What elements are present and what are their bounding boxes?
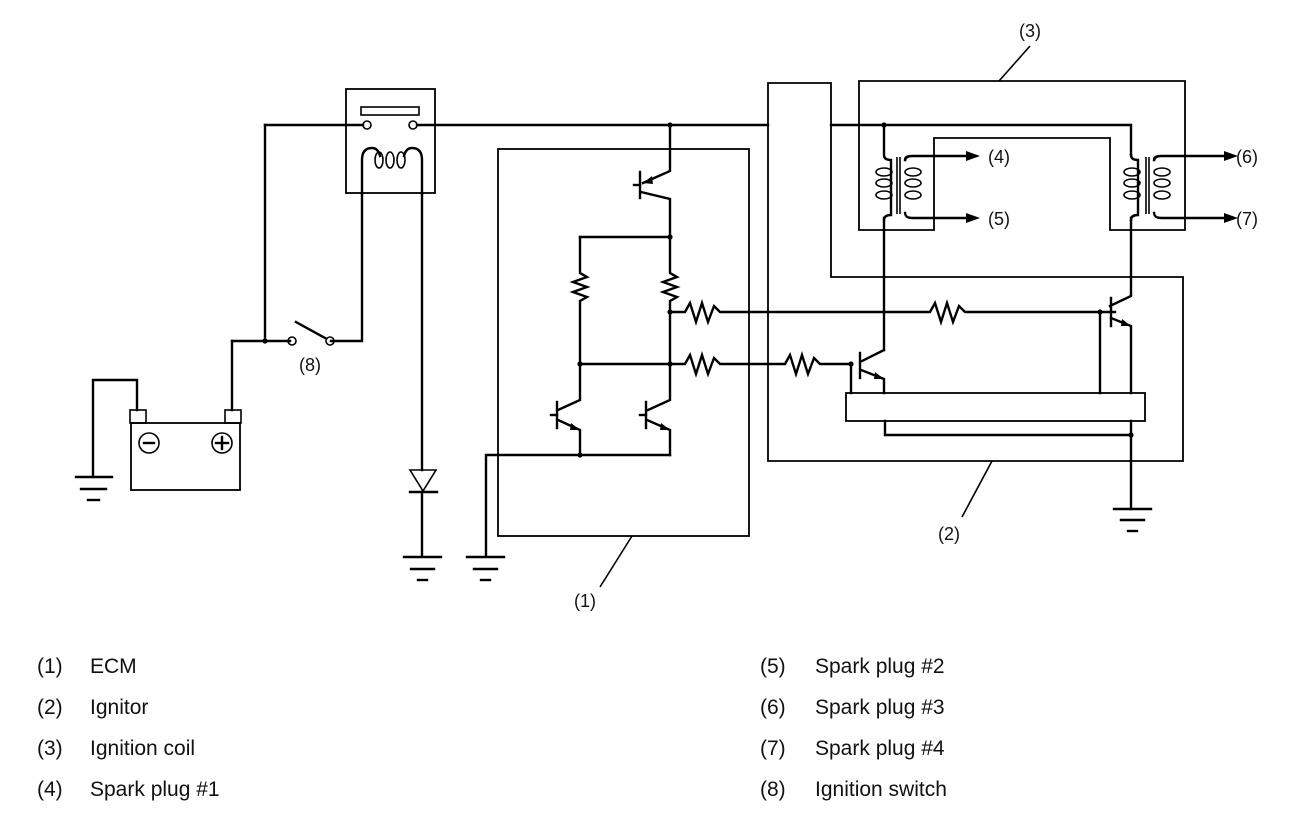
- callout-spark-plug-1: (4): [988, 147, 1010, 167]
- ignitor-ic-block: [845, 392, 1146, 422]
- legend-label: Ignitor: [90, 696, 149, 719]
- ecm-npn-transistor-icon: [549, 362, 582, 457]
- legend-label: Spark plug #4: [815, 737, 945, 760]
- ecm-npn-transistor-icon: [638, 362, 672, 457]
- callout-ignition-switch: (8): [299, 355, 321, 375]
- legend-number: (6): [760, 696, 786, 719]
- battery-negative-icon: [138, 432, 160, 454]
- coil-transformer-icon: [875, 123, 980, 223]
- legend-number: (1): [37, 655, 63, 678]
- ground-icon: [402, 555, 443, 582]
- battery-case: [130, 422, 241, 491]
- relay-coil-icon: [374, 151, 406, 169]
- resistor-icon: [659, 235, 681, 366]
- ground-icon: [74, 475, 114, 502]
- legend-item: (7) Spark plug #4: [760, 728, 947, 769]
- ground-icon: [465, 555, 506, 582]
- legend-number: (3): [37, 737, 63, 760]
- main-relay: [345, 88, 436, 196]
- ignitor-box: [767, 82, 1184, 462]
- ignitor-npn-transistor-icon: [858, 348, 886, 395]
- legend-number: (2): [37, 696, 63, 719]
- ecm-box: [497, 148, 750, 537]
- arrow-right-icon: [966, 151, 980, 161]
- legend-item: (6) Spark plug #3: [760, 687, 947, 728]
- wire-coil-primary-feed: [829, 123, 1133, 157]
- legend-item: (4) Spark plug #1: [37, 769, 220, 810]
- legend-label: ECM: [90, 655, 137, 678]
- legend-label: Ignition switch: [815, 778, 947, 801]
- ignition-coil-box: [858, 80, 1186, 231]
- ignitor-npn-transistor-icon: [1108, 216, 1133, 395]
- callout-spark-plug-4: (7): [1236, 209, 1258, 229]
- battery-positive-icon: [211, 432, 233, 454]
- resistor-icon: [668, 351, 853, 378]
- resistor-icon: [569, 235, 591, 366]
- callout-leader: [961, 460, 993, 518]
- legend-item: (3) Ignition coil: [37, 728, 220, 769]
- callout-spark-plug-3: (6): [1236, 147, 1258, 167]
- relay-contact-bar: [360, 106, 420, 116]
- circuit-schematic: (8): [74, 21, 1258, 611]
- resistor-icon: [668, 299, 886, 326]
- wire-relay-coil-to-switch: [329, 192, 364, 343]
- callout-spark-plug-2: (5): [988, 209, 1010, 229]
- battery: [91, 339, 242, 491]
- legend-label: Ignition coil: [90, 737, 196, 760]
- legend-label: Spark plug #1: [90, 778, 220, 801]
- ground-icon: [1112, 507, 1153, 533]
- legend-right: (5) Spark plug #2 (6) Spark plug #3 (7) Spa…: [760, 646, 947, 810]
- legend-number: (5): [760, 655, 786, 678]
- relay-coil-leads: [360, 146, 424, 196]
- legend-item: (8) Ignition switch: [760, 769, 947, 810]
- legend-label: Spark plug #2: [815, 655, 945, 678]
- legend-item: (2) Ignitor: [37, 687, 220, 728]
- legend-left: (1) ECM (2) Ignitor (3) Ignition coil (4) Sp…: [37, 646, 220, 810]
- ignition-switch: [230, 320, 335, 346]
- diode-icon: [408, 469, 439, 558]
- ecm-pnp-transistor-icon: [632, 123, 672, 239]
- callout-ignitor: (2): [938, 524, 960, 544]
- legend-number: (4): [37, 778, 63, 801]
- arrow-right-icon: [1224, 151, 1238, 161]
- arrow-right-icon: [1224, 213, 1238, 223]
- legend-number: (7): [760, 737, 786, 760]
- legend-number: (8): [760, 778, 786, 801]
- callout-ecm: (1): [574, 591, 596, 611]
- legend-item: (5) Spark plug #2: [760, 646, 947, 687]
- callout-leader: [599, 535, 633, 588]
- legend-item: (1) ECM: [37, 646, 220, 687]
- switch-lever-icon: [294, 320, 327, 340]
- relay-housing: [345, 88, 436, 194]
- callout-leader: [998, 45, 1031, 82]
- coil-transformer-icon: [1123, 151, 1238, 223]
- arrow-right-icon: [966, 213, 980, 223]
- legend-label: Spark plug #3: [815, 696, 945, 719]
- callout-ignition-coil: (3): [1019, 21, 1041, 41]
- resistor-icon: [882, 299, 1117, 326]
